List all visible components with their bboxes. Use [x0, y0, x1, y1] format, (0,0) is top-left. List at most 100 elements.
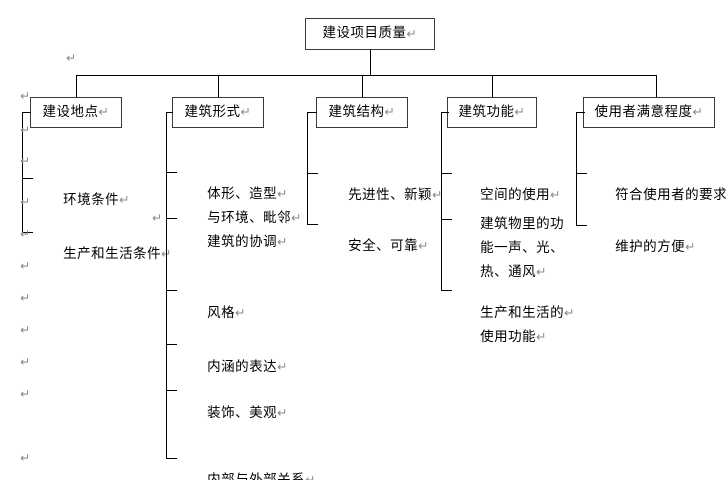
- leaf-4-6-text: 使用功能: [480, 329, 537, 345]
- connector-drop-3: [362, 75, 363, 97]
- leaf-2-4-text: 风格: [207, 305, 236, 321]
- leaf-2-7[interactable]: 内部与外部关系↵: [188, 447, 316, 480]
- connector-stub-3-box: [307, 112, 317, 113]
- pilcrow-icon: ↵: [98, 104, 110, 120]
- leaf-2-6-text: 装饰、美观: [207, 405, 278, 421]
- leaf-5-2-text: 维护的方便: [615, 239, 686, 255]
- margin-pilcrow-icon-9: ↵: [20, 323, 31, 337]
- connector-drop-5: [656, 75, 657, 97]
- leaf-4-2-text: 建筑物里的功: [480, 216, 565, 232]
- margin-pilcrow-icon-11: ↵: [20, 387, 31, 401]
- leaf-4-3-text: 能一声、光、: [480, 240, 565, 256]
- leaf-2-4[interactable]: 风格↵: [188, 280, 246, 346]
- pilcrow-icon: ↵: [536, 329, 548, 344]
- leaf-1-1-text: 环境条件: [63, 192, 120, 208]
- connector-spine-1: [22, 112, 23, 232]
- pilcrow-icon: ↵: [240, 104, 252, 120]
- leaf-5-1-text: 符合使用者的要求: [615, 187, 728, 203]
- margin-pilcrow-icon-4: ↵: [20, 154, 31, 168]
- pilcrow-icon: ↵: [514, 104, 526, 120]
- pilcrow-icon: ↵: [550, 187, 562, 202]
- margin-pilcrow-icon-6: ↵: [20, 227, 31, 241]
- leaf-4-4[interactable]: 热、通风↵: [461, 239, 547, 305]
- node-branch-1[interactable]: 建设地点↵: [30, 97, 122, 128]
- leaf-2-5[interactable]: 内涵的表达↵: [188, 334, 288, 400]
- pilcrow-icon: ↵: [277, 359, 289, 374]
- connector-tick-2-5: [166, 390, 177, 391]
- leaf-4-4-text: 热、通风: [480, 264, 537, 280]
- connector-drop-1: [76, 75, 77, 97]
- margin-pilcrow-icon-3: ↵: [20, 123, 31, 137]
- margin-pilcrow-icon-5: ↵: [20, 195, 31, 209]
- node-branch-4-label: 建筑功能: [458, 103, 515, 120]
- pilcrow-icon: ↵: [564, 305, 576, 320]
- margin-pilcrow-icon-8: ↵: [20, 291, 31, 305]
- connector-tick-1-1: [22, 178, 33, 179]
- connector-tick-2-6: [166, 458, 177, 459]
- node-branch-5[interactable]: 使用者满意程度↵: [583, 97, 715, 128]
- node-branch-4[interactable]: 建筑功能↵: [447, 97, 537, 128]
- connector-spine-2: [166, 112, 167, 458]
- pilcrow-icon: ↵: [406, 25, 418, 41]
- pilcrow-icon: ↵: [432, 187, 444, 202]
- leaf-4-5[interactable]: 生产和生活的↵: [461, 280, 575, 346]
- leaf-2-5-text: 内涵的表达: [207, 359, 278, 375]
- leaf-2-3-text: 建筑的协调: [207, 234, 278, 250]
- leaf-5-2[interactable]: 维护的方便↵: [596, 214, 696, 280]
- connector-root-stem: [370, 50, 371, 75]
- connector-drop-2: [218, 75, 219, 97]
- leaf-3-1-text: 先进性、新颖: [348, 187, 433, 203]
- connector-tick-4-2: [441, 219, 452, 220]
- leaf-4-1[interactable]: 空间的使用↵: [461, 162, 561, 228]
- leaf-3-2-text: 安全、可靠: [348, 238, 419, 254]
- margin-pilcrow-icon-10: ↵: [20, 355, 31, 369]
- connector-tick-4-3: [441, 290, 452, 291]
- pilcrow-icon: ↵: [235, 305, 247, 320]
- leaf-2-3[interactable]: 建筑的协调↵: [188, 209, 288, 275]
- node-branch-2[interactable]: 建筑形式↵: [172, 97, 264, 128]
- node-root-label: 建设项目质量: [322, 25, 407, 42]
- connector-tick-3-1: [307, 173, 318, 174]
- connector-tick-2-4: [166, 344, 177, 345]
- connector-tick-1-2: [22, 232, 33, 233]
- connector-tick-3-2: [307, 224, 318, 225]
- leaf-1-2[interactable]: 生产和生活条件↵: [44, 221, 172, 287]
- pilcrow-icon: ↵: [277, 405, 289, 420]
- connector-stub-2-box: [166, 112, 173, 113]
- leaf-1-1[interactable]: 环境条件↵: [44, 167, 130, 233]
- leaf-4-5-text: 生产和生活的: [480, 305, 565, 321]
- leaf-4-1-text: 空间的使用: [480, 187, 551, 203]
- node-branch-2-label: 建筑形式: [184, 103, 241, 120]
- node-branch-1-label: 建设地点: [42, 103, 99, 120]
- leaf-2-7-text: 内部与外部关系: [207, 472, 306, 480]
- pilcrow-icon: ↵: [291, 210, 303, 225]
- node-branch-3-label: 建筑结构: [328, 103, 385, 120]
- leaf-4-6[interactable]: 使用功能↵: [461, 304, 547, 370]
- connector-stub-1-box: [22, 112, 31, 113]
- pilcrow-icon: ↵: [692, 104, 704, 120]
- connector-tick-5-1: [576, 173, 587, 174]
- leaf-2-2[interactable]: 与环境、毗邻↵: [188, 185, 302, 251]
- margin-pilcrow-icon-2: ↵: [20, 89, 31, 103]
- leaf-2-1[interactable]: 体形、造型↵: [188, 161, 288, 227]
- leaf-4-2[interactable]: 建筑物里的功: [461, 191, 564, 257]
- connector-drop-4: [492, 75, 493, 97]
- node-branch-3[interactable]: 建筑结构↵: [316, 97, 408, 128]
- margin-pilcrow-icon-12: ↵: [20, 451, 31, 465]
- margin-pilcrow-icon-1: ↵: [66, 51, 77, 65]
- node-root[interactable]: 建设项目质量↵: [305, 18, 435, 50]
- connector-tick-2-1: [166, 172, 177, 173]
- pilcrow-icon: ↵: [305, 472, 317, 480]
- margin-pilcrow-icon-7: ↵: [20, 259, 31, 273]
- pilcrow-icon: ↵: [418, 238, 430, 253]
- leaf-2-2-text: 与环境、毗邻: [207, 210, 292, 226]
- connector-tick-2-3: [166, 290, 177, 291]
- leaf-3-1[interactable]: 先进性、新颖↵: [329, 162, 443, 228]
- leaf-3-2[interactable]: 安全、可靠↵: [329, 213, 429, 279]
- leaf-4-3[interactable]: 能一声、光、: [461, 215, 564, 281]
- connector-spine-4: [441, 112, 442, 290]
- leaf-2-6[interactable]: 装饰、美观↵: [188, 380, 288, 446]
- connector-stub-5-box: [576, 112, 585, 113]
- leaf-1-2-text: 生产和生活条件: [63, 246, 162, 262]
